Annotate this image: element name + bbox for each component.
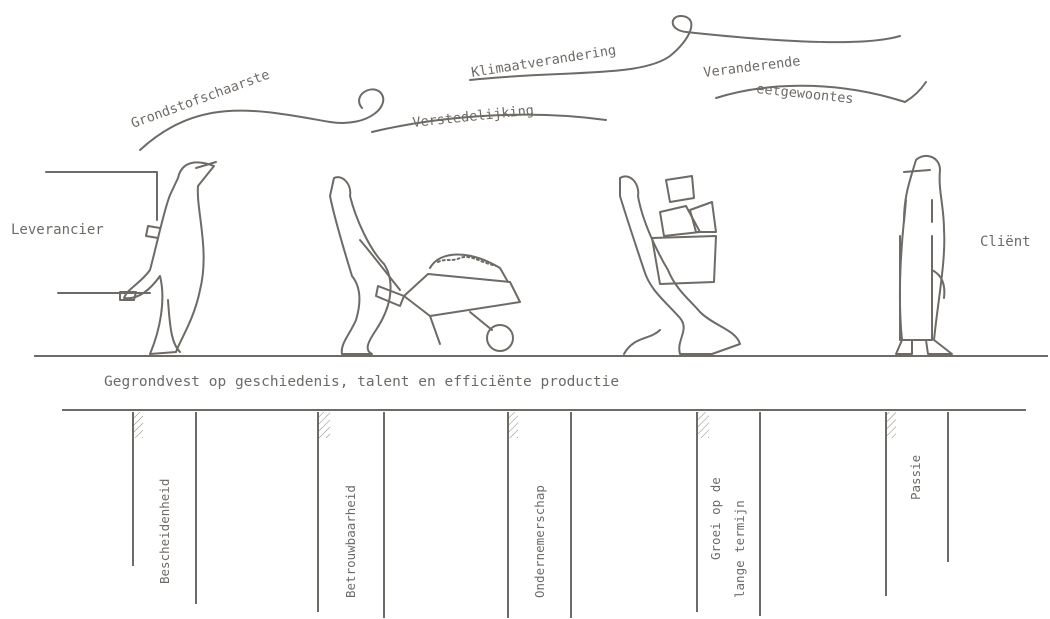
box-carrier-figure — [619, 175, 741, 355]
pillar-group — [132, 412, 949, 618]
foundation-text: Gegrondvest op geschiedenis, talent en e… — [104, 374, 620, 390]
supplier-figure — [45, 161, 217, 355]
pillar-label-ondernemerschap: Ondernemerschap — [532, 485, 547, 598]
actor-label-client: Cliënt — [980, 234, 1031, 250]
trend-grondstofschaarste: Grondstofschaarste — [129, 67, 272, 132]
pillar-label-passie: Passie — [908, 454, 923, 500]
trend-ribbon-4 — [715, 81, 927, 104]
pillar-label-groei-line1: Groei op de — [708, 477, 723, 560]
trend-ribbon-1 — [139, 88, 385, 151]
trend-veranderende: Veranderende — [703, 53, 802, 81]
trend-ribbon-2 — [371, 113, 607, 133]
pillar-label-groei-line2: lange termijn — [732, 500, 747, 598]
pillar-label-bescheidenheid: Bescheidenheid — [157, 478, 172, 584]
trend-ribbon-3 — [469, 15, 901, 81]
trend-verstedelijking: Verstedelijking — [412, 102, 535, 131]
actor-label-supplier: Leverancier — [11, 222, 104, 238]
wheelbarrow-figure — [329, 176, 521, 355]
client-figure — [895, 154, 953, 355]
pillar-label-betrouwbaarheid: Betrouwbaarheid — [343, 485, 358, 598]
